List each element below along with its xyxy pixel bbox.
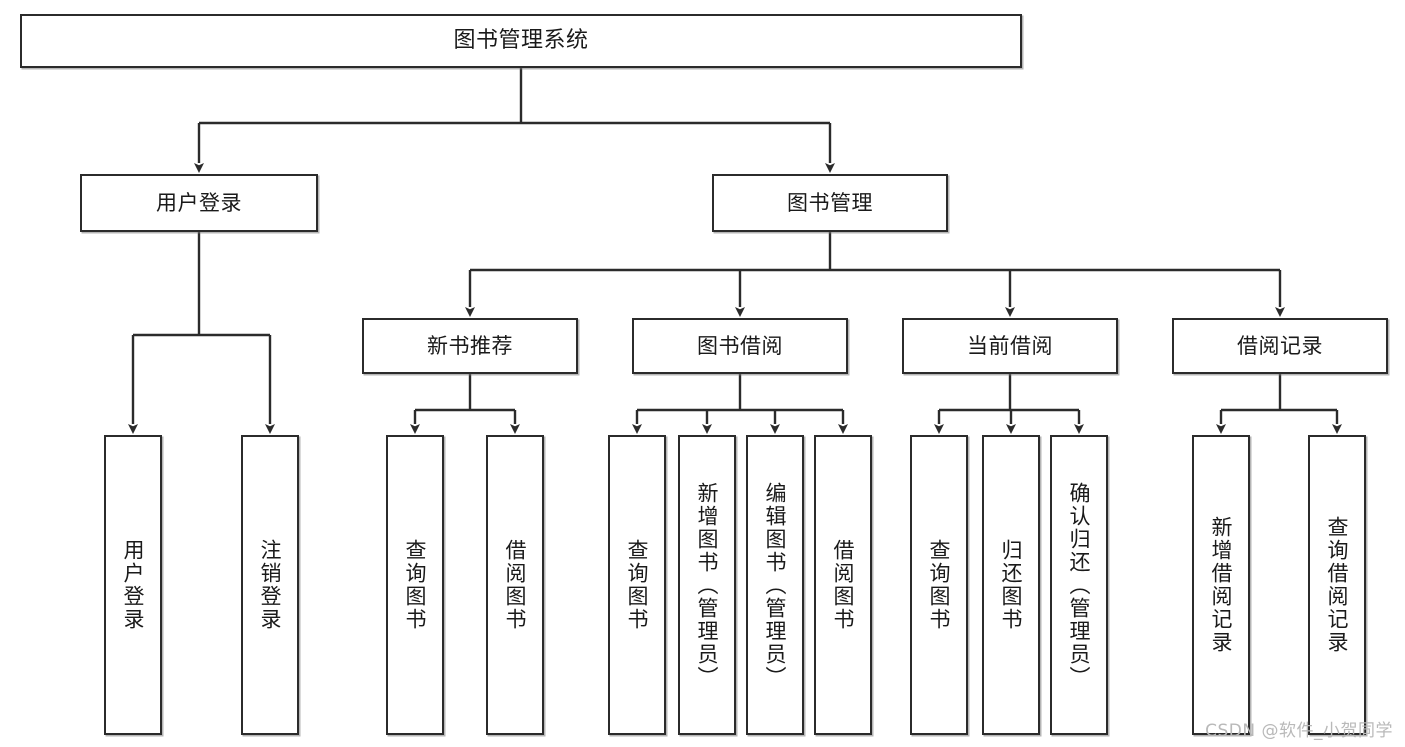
node-leaf-bb-add[interactable]: 新增图书（管理员） (678, 435, 736, 735)
node-label: 查询图书 (625, 539, 650, 631)
node-leaf-cb-query[interactable]: 查询图书 (910, 435, 968, 735)
node-label: 借阅图书 (503, 539, 528, 631)
node-label: 当前借阅 (967, 333, 1053, 358)
node-label: 注销登录 (258, 539, 283, 631)
node-leaf-user-login[interactable]: 用户登录 (104, 435, 162, 735)
node-label: 图书管理系统 (453, 27, 589, 53)
node-label: 查询图书 (927, 539, 952, 631)
node-label: 用户登录 (121, 539, 146, 631)
node-leaf-cb-confirm[interactable]: 确认归还（管理员） (1050, 435, 1108, 735)
node-label: 借阅图书 (831, 539, 856, 631)
node-leaf-user-logout[interactable]: 注销登录 (241, 435, 299, 735)
node-book-manage[interactable]: 图书管理 (712, 174, 948, 232)
node-current-borrow[interactable]: 当前借阅 (902, 318, 1118, 374)
node-book-borrow[interactable]: 图书借阅 (632, 318, 848, 374)
node-leaf-br-query[interactable]: 查询借阅记录 (1308, 435, 1366, 735)
node-label: 新增借阅记录 (1209, 516, 1234, 654)
node-leaf-br-add[interactable]: 新增借阅记录 (1192, 435, 1250, 735)
node-label: 编辑图书（管理员） (763, 481, 788, 689)
node-leaf-bb-edit[interactable]: 编辑图书（管理员） (746, 435, 804, 735)
node-label: 归还图书 (999, 539, 1024, 631)
node-leaf-bb-query[interactable]: 查询图书 (608, 435, 666, 735)
node-label: 查询借阅记录 (1325, 516, 1350, 654)
node-new-book-rec[interactable]: 新书推荐 (362, 318, 578, 374)
node-leaf-cb-return[interactable]: 归还图书 (982, 435, 1040, 735)
node-borrow-record[interactable]: 借阅记录 (1172, 318, 1388, 374)
node-leaf-bb-borrow[interactable]: 借阅图书 (814, 435, 872, 735)
node-leaf-rec-query[interactable]: 查询图书 (386, 435, 444, 735)
node-leaf-rec-borrow[interactable]: 借阅图书 (486, 435, 544, 735)
node-label: 借阅记录 (1237, 333, 1323, 358)
node-label: 图书管理 (787, 190, 873, 215)
node-label: 用户登录 (156, 190, 242, 215)
node-label: 图书借阅 (697, 333, 783, 358)
node-label: 新书推荐 (427, 333, 513, 358)
node-label: 确认归还（管理员） (1067, 481, 1092, 689)
node-label: 查询图书 (403, 539, 428, 631)
node-label: 新增图书（管理员） (695, 481, 720, 689)
node-user-login[interactable]: 用户登录 (80, 174, 318, 232)
node-root[interactable]: 图书管理系统 (20, 14, 1022, 68)
